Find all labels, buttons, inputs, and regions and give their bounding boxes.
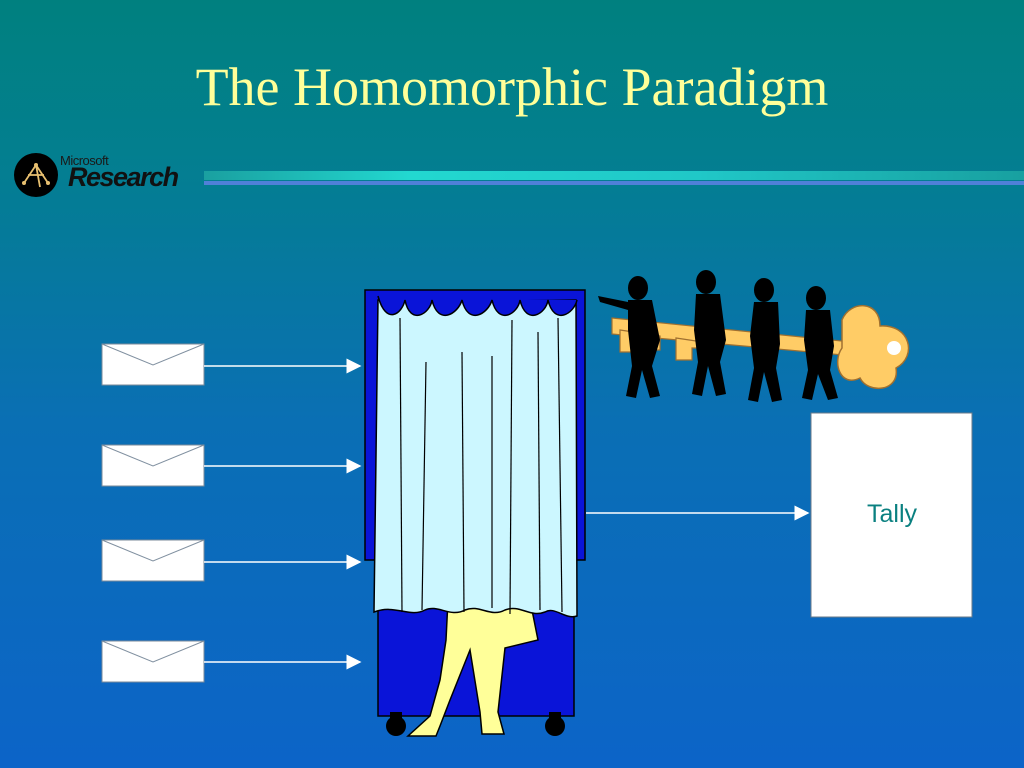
booth-curtain: [373, 295, 578, 618]
ballot-envelope-4: [101, 640, 205, 683]
tally-label: Tally: [866, 500, 917, 528]
microsoft-research-logo: Microsoft Research: [14, 150, 204, 200]
ballot-envelope-2: [101, 444, 205, 487]
logo-emblem-icon: [14, 153, 58, 197]
voter-legs-icon: [406, 599, 539, 737]
booth-wheel-right-icon: [545, 716, 565, 736]
key-trustees-icon: [598, 270, 910, 402]
logo-big-text: Research: [68, 162, 179, 192]
tally-box: [810, 412, 973, 618]
header-rule: [204, 171, 1024, 185]
ballot-envelope-3: [101, 539, 205, 582]
booth-wheel-left-icon: [386, 716, 406, 736]
logo-small-text: Microsoft: [60, 153, 109, 168]
ballot-envelope-1: [101, 343, 205, 386]
slide-title: The Homomorphic Paradigm: [195, 57, 829, 117]
